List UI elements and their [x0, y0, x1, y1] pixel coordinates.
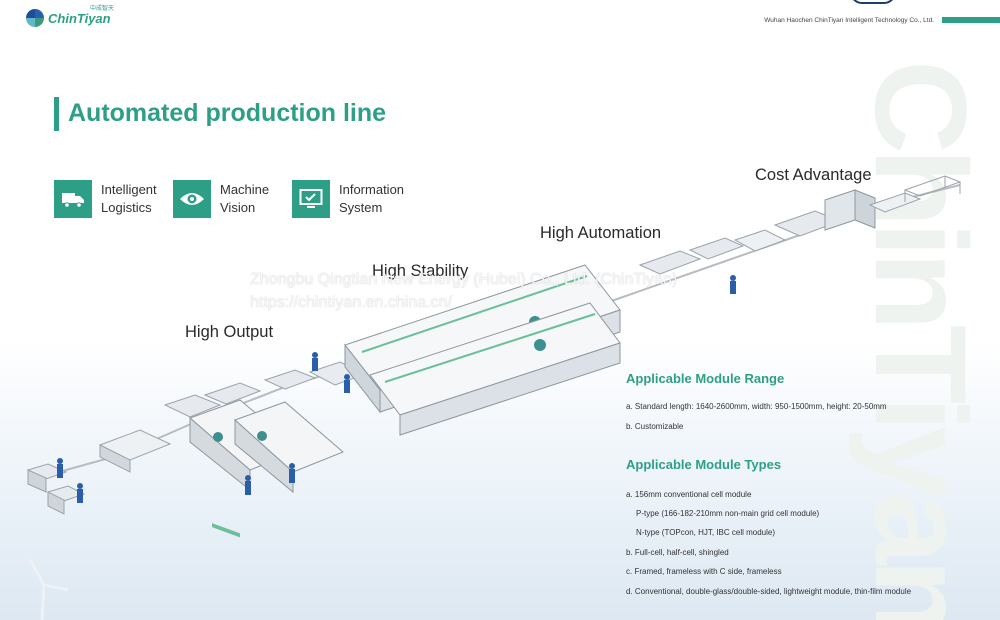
label-high-stability: High Stability [372, 262, 469, 280]
company-name: Wuhan Haochen ChinTiyan Intelligent Tech… [764, 17, 934, 24]
module-types-item: d. Conventional, double-glass/double-sid… [626, 587, 912, 596]
logo: ChinTiyan 中成智天 [26, 6, 114, 27]
machine-group-cost-advantage [824, 175, 962, 231]
truck-icon [54, 180, 92, 218]
feature-label: Information System [339, 181, 419, 217]
machine-group-high-automation [638, 210, 842, 275]
feature-label-line1: Intelligent [101, 182, 157, 197]
watermark-url: https://chintiyan.en.china.cn/ [250, 294, 452, 311]
background-brand-text: ChinTiyan [848, 60, 994, 620]
monitor-icon [292, 180, 330, 218]
feature-label: Machine Vision [220, 181, 300, 217]
feature-intelligent-logistics: Intelligent Logistics [54, 180, 181, 218]
module-types-heading: Applicable Module Types [626, 457, 782, 472]
badge-emblem [850, 0, 896, 4]
label-high-output: High Output [185, 323, 274, 341]
module-range-heading: Applicable Module Range [626, 371, 785, 386]
logo-mark-icon [26, 9, 44, 27]
module-types-item: N-type (TOPcon, HJT, IBC cell module) [636, 528, 776, 537]
watermark-company: Zhongbu Qingtian New Energy (Hubei) Co.,… [250, 271, 678, 288]
label-cost-advantage: Cost Advantage [755, 166, 872, 184]
title-accent-bar [54, 97, 59, 131]
module-types-item: a. 156mm conventional cell module [626, 490, 752, 499]
feature-machine-vision: Machine Vision [173, 180, 300, 218]
worker-figures [57, 275, 736, 503]
production-line-illustration [26, 175, 962, 620]
feature-information-system: Information System [292, 180, 419, 218]
module-types-item: c. Framed, frameless with C side, framel… [626, 567, 782, 576]
module-types-item: P-type (166-182-210mm non-main grid cell… [636, 509, 820, 518]
feature-label-line2: Logistics [101, 200, 152, 215]
module-types-item: b. Full-cell, half-cell, shingled [626, 548, 729, 557]
feature-label-line1: Information [339, 182, 405, 197]
eye-icon [173, 180, 211, 218]
module-range-item: a. Standard length: 1640-2600mm, width: … [626, 402, 887, 411]
logo-text: ChinTiyan [48, 10, 111, 26]
label-high-automation: High Automation [540, 224, 662, 242]
feature-label-line2: System [339, 200, 383, 215]
logo-chinese-text: 中成智天 [90, 6, 115, 12]
header-accent-bar [942, 17, 1000, 23]
feature-label: Intelligent Logistics [101, 181, 181, 217]
machine-group-high-stability [263, 264, 621, 436]
wind-turbine-icon [28, 559, 69, 620]
feature-label-line2: Vision [220, 200, 256, 215]
machine-group-high-output [26, 382, 344, 538]
module-range-item: b. Customizable [626, 422, 684, 431]
page-title: Automated production line [68, 99, 387, 127]
feature-label-line1: Machine [220, 182, 270, 197]
